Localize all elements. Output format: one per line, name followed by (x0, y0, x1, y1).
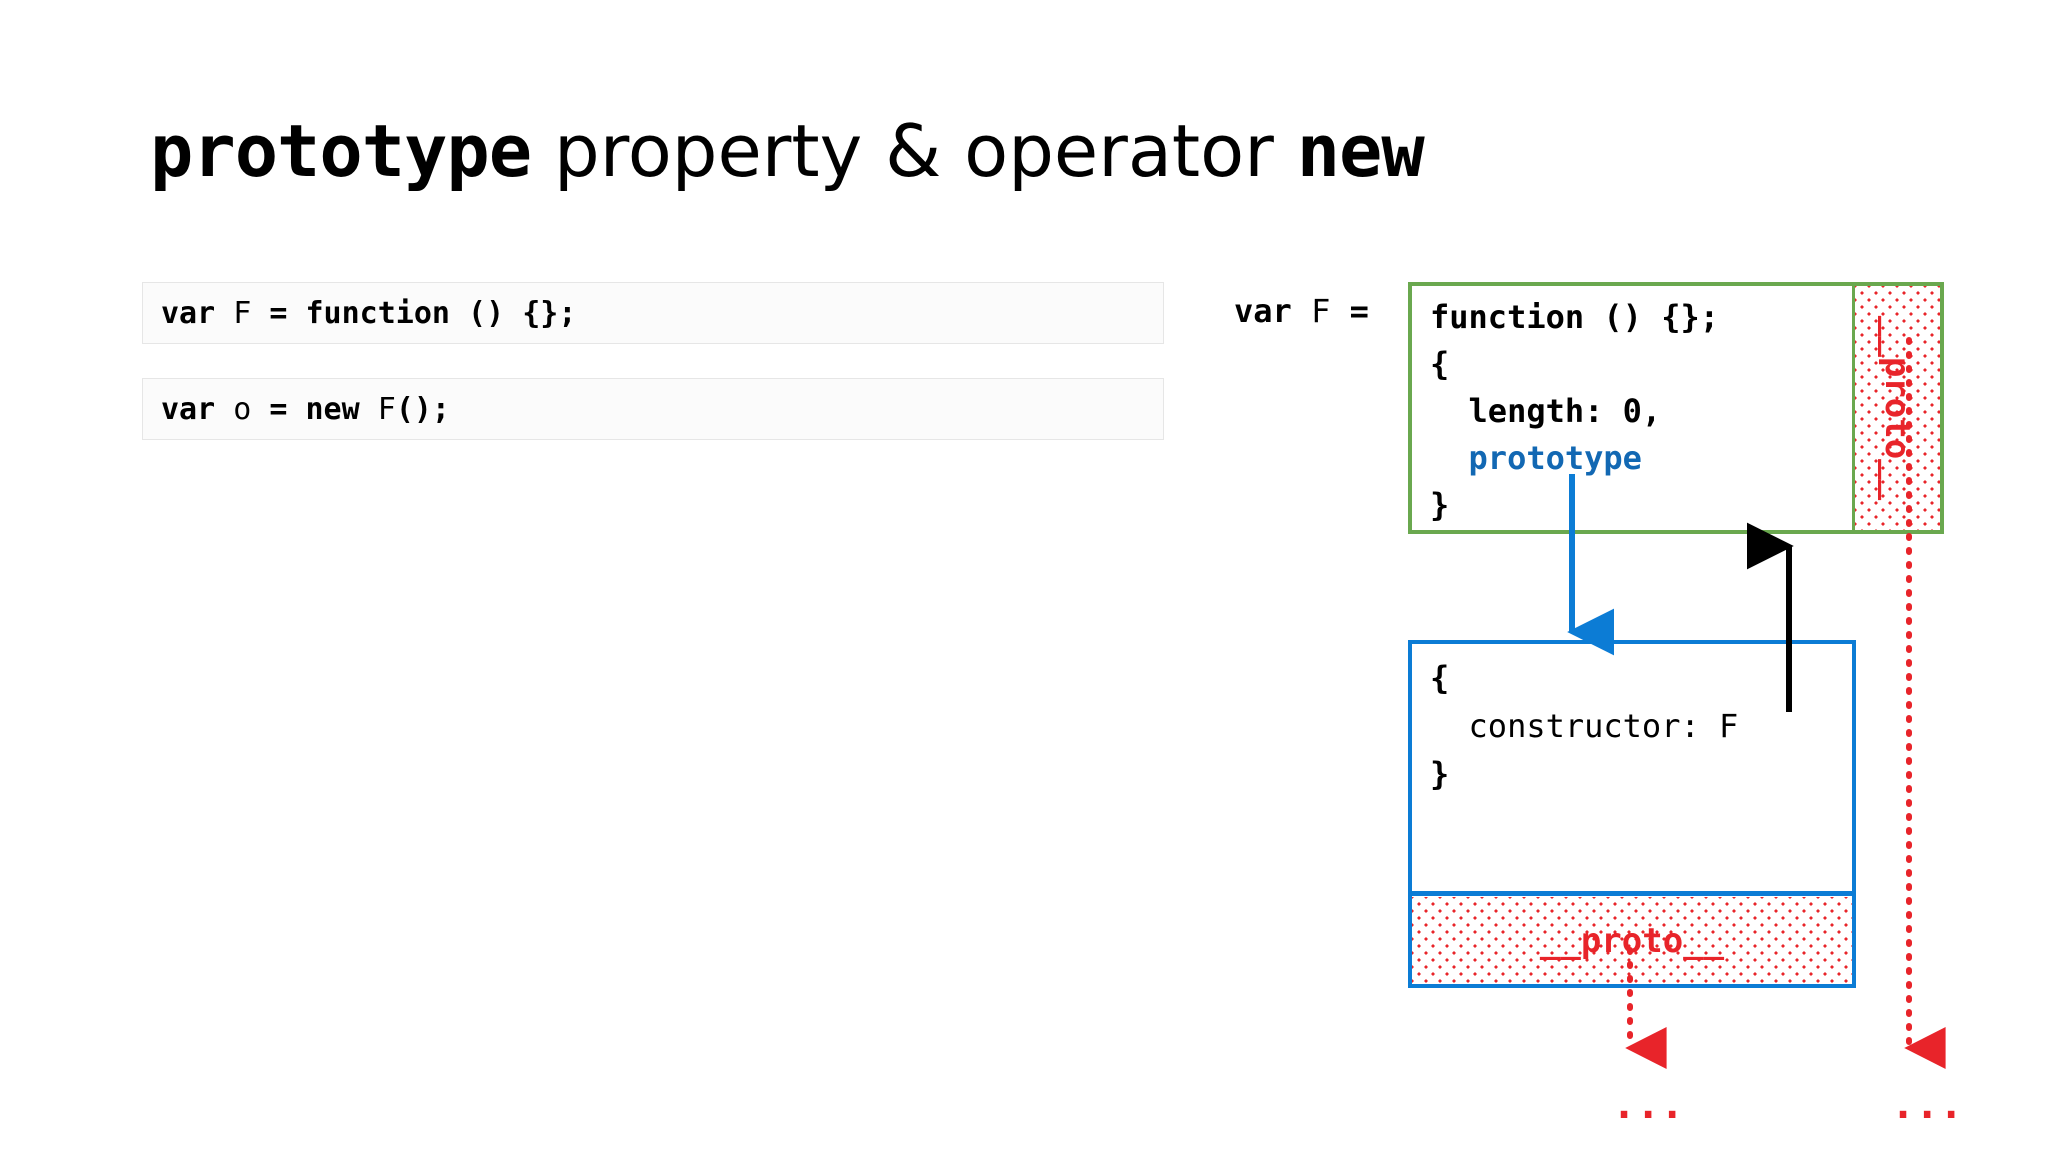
function-object-proto-slot: __proto__ (1852, 286, 1940, 530)
function-object-line-signature: function () {}; (1430, 298, 1719, 336)
function-object-proto-label: __proto__ (1877, 315, 1918, 501)
code-box-instantiate-object: var o = new F(); (142, 378, 1164, 440)
code-line-instantiate-object: var o = new F(); (161, 391, 450, 427)
prototype-object-line-close-brace: } (1430, 755, 1450, 793)
prototype-object-proto-slot: __proto__ (1412, 897, 1852, 984)
function-object-line-close-brace: } (1430, 486, 1450, 524)
function-object-box: function () {}; { length: 0, prototype }… (1408, 282, 1944, 534)
prototype-object-proto-label: __proto__ (1539, 920, 1725, 961)
function-object-line-open-brace: { (1430, 345, 1450, 383)
function-object-line-prototype: prototype (1430, 439, 1642, 477)
code-line-declare-function: var F = function () {}; (161, 295, 577, 331)
title-part-prototype: prototype (150, 109, 532, 193)
code-box-declare-function: var F = function () {}; (142, 282, 1164, 344)
ellipsis-prototype-chain-object: ... (1612, 1082, 1685, 1128)
prototype-object-line-constructor: constructor: F (1430, 707, 1739, 745)
function-object-line-length: length: 0, (1430, 392, 1662, 430)
page-title: prototype property & operator new (150, 115, 1425, 187)
prototype-object-line-open-brace: { (1430, 659, 1450, 697)
prototype-object-box: { constructor: F } __proto__ (1408, 640, 1856, 988)
title-part-new: new (1296, 109, 1425, 193)
prototype-object-body: { constructor: F } (1412, 644, 1852, 896)
diagram-assignment-label: var F = (1234, 292, 1369, 330)
ellipsis-prototype-chain-function: ... (1891, 1082, 1964, 1128)
title-part-property-operator: property & operator (531, 109, 1297, 193)
function-object-body: function () {}; { length: 0, prototype } (1412, 286, 1860, 530)
